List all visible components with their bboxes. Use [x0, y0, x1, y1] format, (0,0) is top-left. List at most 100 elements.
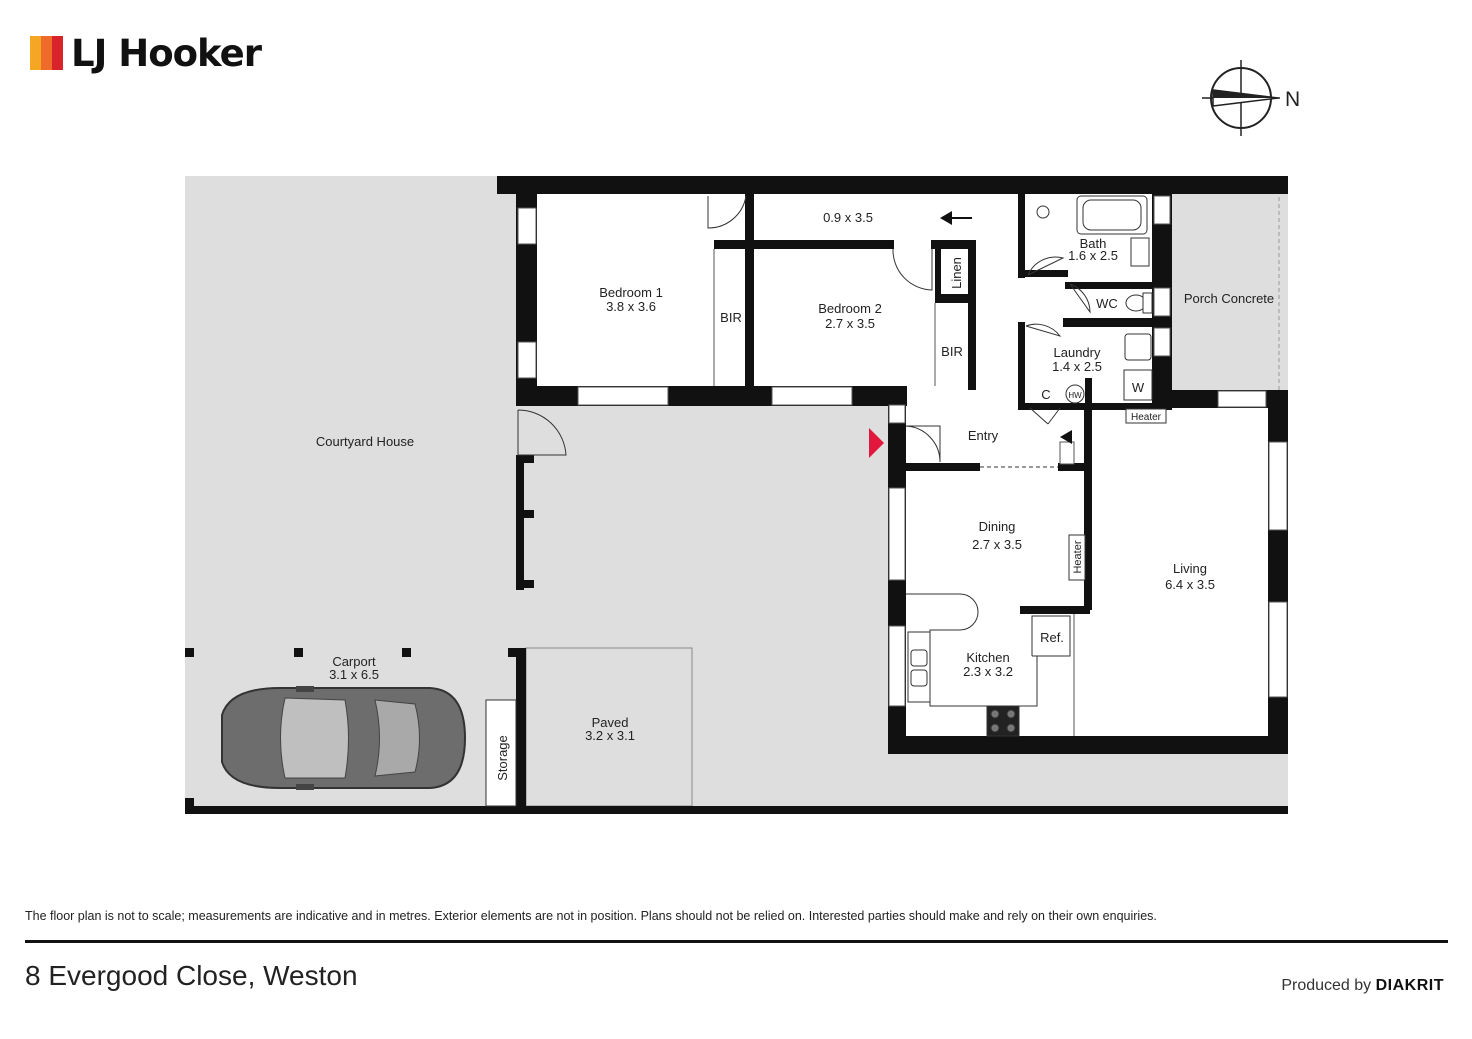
- window: [888, 487, 906, 581]
- car-icon: [221, 686, 467, 790]
- wall: [516, 648, 526, 806]
- fixtures: [485, 195, 1167, 807]
- wall: [294, 648, 303, 657]
- wall: [968, 240, 976, 390]
- window: [1059, 441, 1075, 465]
- wall: [888, 736, 1288, 754]
- window: [888, 625, 906, 707]
- wall: [1063, 318, 1170, 327]
- wall: [1018, 322, 1025, 408]
- window: [1268, 441, 1288, 531]
- wall: [906, 463, 980, 471]
- label-w: W: [1132, 380, 1145, 395]
- produced-by-brand: DIAKRIT: [1375, 977, 1444, 994]
- dims-paved: 3.2 x 3.1: [585, 728, 635, 743]
- label-living: Living: [1173, 561, 1207, 576]
- label-bath: Bath: [1080, 236, 1107, 251]
- label-laundry: Laundry: [1054, 345, 1101, 360]
- arrow-markers: [940, 211, 1072, 444]
- wall: [516, 510, 534, 518]
- wall: [185, 806, 1288, 814]
- label-ref: Ref.: [1040, 630, 1064, 645]
- wall: [516, 455, 524, 590]
- window: [517, 207, 537, 245]
- wall: [935, 240, 941, 300]
- produced-by: Produced by DIAKRIT: [1281, 977, 1444, 995]
- dims-hall: 0.9 x 3.5: [823, 210, 873, 225]
- label-hw: HW: [1068, 391, 1082, 400]
- label-paved: Paved: [592, 715, 629, 730]
- brand-logo: LJ Hooker: [30, 30, 262, 76]
- door-bedroom2: [892, 248, 933, 291]
- laundry-tub: [1124, 333, 1152, 361]
- kitchen-bench: [906, 593, 1038, 707]
- compass: N: [1202, 60, 1300, 136]
- property-address: 8 Evergood Close, Weston: [25, 960, 358, 991]
- label-dining: Dining: [979, 519, 1016, 534]
- cooktop: [986, 705, 1020, 737]
- entry-marker-icon: [869, 428, 884, 458]
- logo-mark: [30, 36, 63, 70]
- footer-divider: [25, 940, 1448, 943]
- wall: [1058, 463, 1088, 471]
- window: [577, 386, 669, 406]
- dims-bath: 1.6 x 2.5: [1068, 248, 1118, 263]
- wall: [1018, 403, 1172, 410]
- door-entry: [905, 425, 941, 463]
- window: [1153, 327, 1171, 357]
- south-strip-area: [888, 754, 1288, 807]
- courtyard-house-area: [185, 176, 518, 648]
- wall: [935, 294, 975, 303]
- dims-laundry: 1.4 x 2.5: [1052, 359, 1102, 374]
- heater-side-box: [1068, 534, 1086, 581]
- wall: [516, 580, 534, 588]
- label-porch: Porch Concrete: [1184, 291, 1274, 306]
- wall: [1084, 410, 1092, 610]
- dims-kitchen: 2.3 x 3.2: [963, 664, 1013, 679]
- window: [1153, 287, 1171, 317]
- fridge: [1031, 615, 1071, 657]
- produced-by-prefix: Produced by: [1281, 977, 1372, 994]
- door-cupboard: [1029, 407, 1061, 425]
- wall: [185, 798, 194, 814]
- wall: [931, 240, 976, 249]
- label-carport: Carport: [332, 654, 376, 669]
- label-linen: Linen: [949, 257, 964, 289]
- window: [517, 341, 537, 379]
- room-labels: Courtyard House Bedroom 1 3.8 x 3.6 0.9 …: [316, 210, 1274, 781]
- wall: [1065, 282, 1170, 289]
- dims-bedroom2: 2.7 x 3.5: [825, 316, 875, 331]
- label-heater-top: Heater: [1131, 412, 1162, 423]
- label-kitchen: Kitchen: [966, 650, 1009, 665]
- door-wc: [1069, 283, 1091, 314]
- doors: [517, 195, 1091, 468]
- label-heater-side: Heater: [1072, 540, 1084, 573]
- logo-bar-red: [52, 36, 63, 70]
- door-bath: [1027, 256, 1065, 276]
- door-bedroom1: [707, 195, 747, 229]
- label-c: C: [1041, 387, 1050, 402]
- arrow-icon: [940, 211, 952, 225]
- outdoor-areas: [185, 176, 1288, 808]
- wall: [185, 648, 194, 657]
- label-wc: WC: [1096, 296, 1118, 311]
- dims-dining: 2.7 x 3.5: [972, 537, 1022, 552]
- wall: [1018, 188, 1025, 278]
- logo-text: LJ Hooker: [71, 31, 262, 75]
- wall: [1018, 270, 1068, 277]
- hot-water-icon: [1065, 384, 1085, 404]
- wall: [508, 648, 526, 657]
- window: [1268, 601, 1288, 698]
- compass-north-label: N: [1285, 88, 1300, 111]
- label-entry: Entry: [968, 428, 999, 443]
- label-bedroom1: Bedroom 1: [599, 285, 663, 300]
- label-bir1: BIR: [720, 310, 742, 325]
- window: [888, 404, 906, 424]
- kitchen-sink: [907, 631, 931, 703]
- logo-bar-yellow: [30, 36, 41, 70]
- heater-top-box: [1125, 408, 1167, 424]
- label-bedroom2: Bedroom 2: [818, 301, 882, 316]
- shower-icon: [1036, 205, 1050, 219]
- label-bir2: BIR: [941, 344, 963, 359]
